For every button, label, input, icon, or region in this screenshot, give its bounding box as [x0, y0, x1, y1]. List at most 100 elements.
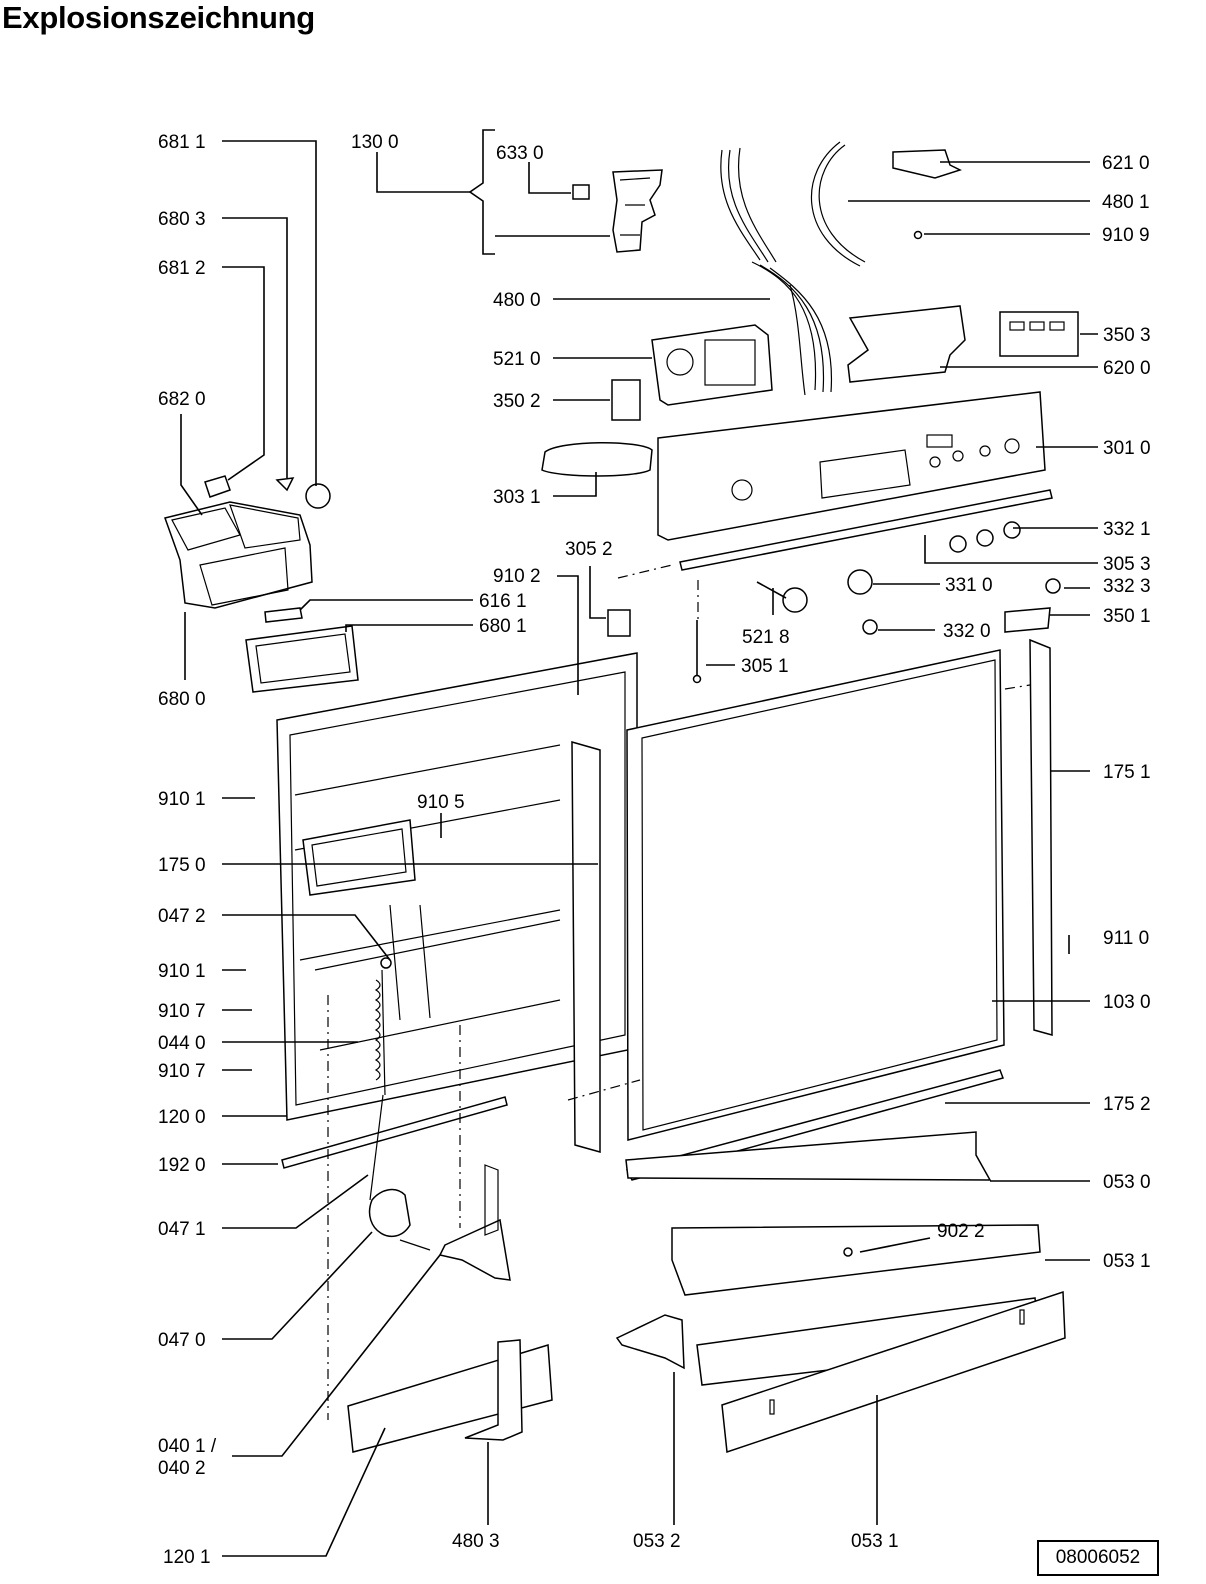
label-part: 350 1 [1103, 606, 1151, 627]
label-part: 047 0 [158, 1330, 206, 1351]
label-part: 480 0 [493, 290, 541, 311]
label-part: 682 0 [158, 389, 206, 410]
part-0531-lower [721, 1290, 1066, 1454]
part-electronic-module [651, 324, 773, 406]
label-part: 681 2 [158, 258, 206, 279]
part-6811 [305, 483, 331, 509]
part-window-1750 [302, 819, 416, 896]
label-part: 053 0 [1103, 1172, 1151, 1193]
part-door-lock [612, 169, 663, 253]
label-part: 680 0 [158, 689, 206, 710]
part-screw-9109 [913, 230, 923, 240]
part-knob-3 [1003, 521, 1021, 539]
label-part: 047 1 [158, 1219, 206, 1240]
label-part: 680 3 [158, 209, 206, 230]
part-3503 [999, 311, 1079, 357]
label-part: 621 0 [1102, 153, 1150, 174]
label-part: 521 8 [742, 627, 790, 648]
label-part: 480 3 [452, 1531, 500, 1552]
leader-lines [180, 129, 1098, 1557]
label-part: 681 1 [158, 132, 206, 153]
part-hinge-0470 [368, 1188, 411, 1237]
page-title: Explosionszeichnung [2, 0, 315, 35]
part-microswitch [572, 184, 590, 200]
label-part: 175 0 [158, 855, 206, 876]
label-part: 103 0 [1103, 992, 1151, 1013]
label-part: 192 0 [158, 1155, 206, 1176]
part-number-labels: 681 1 130 0 633 0 621 0 480 1 910 9 680 … [158, 132, 1151, 1568]
part-control-panel [657, 391, 1046, 541]
label-part: 910 5 [417, 792, 465, 813]
part-3501 [1004, 607, 1051, 633]
label-part: 910 9 [1102, 225, 1150, 246]
label-part: 040 1 / [158, 1436, 217, 1457]
part-spring [381, 969, 386, 1096]
label-part: 350 2 [493, 391, 541, 412]
part-4803 [464, 1339, 523, 1441]
part-strip-3053 [679, 489, 1053, 571]
part-cable-harness [720, 149, 761, 261]
label-part: 305 1 [741, 656, 789, 677]
label-part: 175 2 [1103, 1094, 1151, 1115]
label-part: 301 0 [1103, 438, 1151, 459]
label-part: 633 0 [496, 143, 544, 164]
label-part: 175 1 [1103, 762, 1151, 783]
part-knob-2 [976, 529, 994, 547]
label-part: 305 2 [565, 539, 613, 560]
part-5218 [782, 587, 808, 613]
label-part: 350 3 [1103, 325, 1151, 346]
part-6161 [264, 607, 303, 623]
label-part: 331 0 [945, 575, 993, 596]
document-number-box: 08006052 [1037, 1540, 1159, 1576]
part-door-panel-1030 [626, 649, 1005, 1141]
part-cable-loop [818, 144, 866, 263]
label-part: 120 1 [163, 1547, 211, 1568]
label-part: 910 1 [158, 789, 206, 810]
label-part: 120 0 [158, 1107, 206, 1128]
part-knob-3320 [862, 619, 878, 635]
part-gasket-6801 [245, 625, 359, 693]
part-side-strip-1751 [1029, 638, 1053, 1036]
part-6803 [275, 477, 295, 492]
part-side-strip-left [571, 741, 601, 1153]
label-part: 047 2 [158, 906, 206, 927]
label-part: 480 1 [1102, 192, 1150, 213]
label-part: 040 2 [158, 1458, 206, 1479]
label-part: 053 2 [633, 1531, 681, 1552]
label-part: 305 3 [1103, 554, 1151, 575]
part-hinge-bracket [438, 1218, 511, 1281]
label-part: 053 1 [1103, 1251, 1151, 1272]
part-drawings [164, 141, 1079, 1454]
label-part: 332 0 [943, 621, 991, 642]
part-6812 [204, 475, 231, 498]
label-part: 044 0 [158, 1033, 206, 1054]
label-part: 620 0 [1103, 358, 1151, 379]
part-dispenser [164, 501, 313, 609]
part-handle-3031 [541, 441, 653, 477]
part-1920 [281, 1096, 508, 1169]
label-part: 332 3 [1103, 576, 1151, 597]
part-clip-3052 [607, 609, 631, 637]
part-0531-upper [671, 1224, 1041, 1296]
part-bracket-6200 [847, 305, 966, 383]
part-bracket-0532 [615, 1314, 685, 1370]
label-part: 053 1 [851, 1531, 899, 1552]
label-part: 616 1 [479, 591, 527, 612]
part-0530 [625, 1131, 992, 1181]
label-part: 130 0 [351, 132, 399, 153]
part-cable-0471 [369, 1094, 384, 1201]
part-knob-3323 [1045, 578, 1061, 594]
label-part: 332 1 [1103, 519, 1151, 540]
label-part: 521 0 [493, 349, 541, 370]
part-connector [892, 149, 962, 179]
label-part: 911 0 [1103, 928, 1149, 949]
label-part: 902 2 [937, 1221, 985, 1242]
label-part: 910 2 [493, 566, 541, 587]
label-part: 303 1 [493, 487, 541, 508]
label-part: 910 7 [158, 1001, 206, 1022]
label-part: 910 1 [158, 961, 206, 982]
label-part: 910 7 [158, 1061, 206, 1082]
label-part: 680 1 [479, 616, 527, 637]
part-knob-3310 [847, 569, 873, 595]
